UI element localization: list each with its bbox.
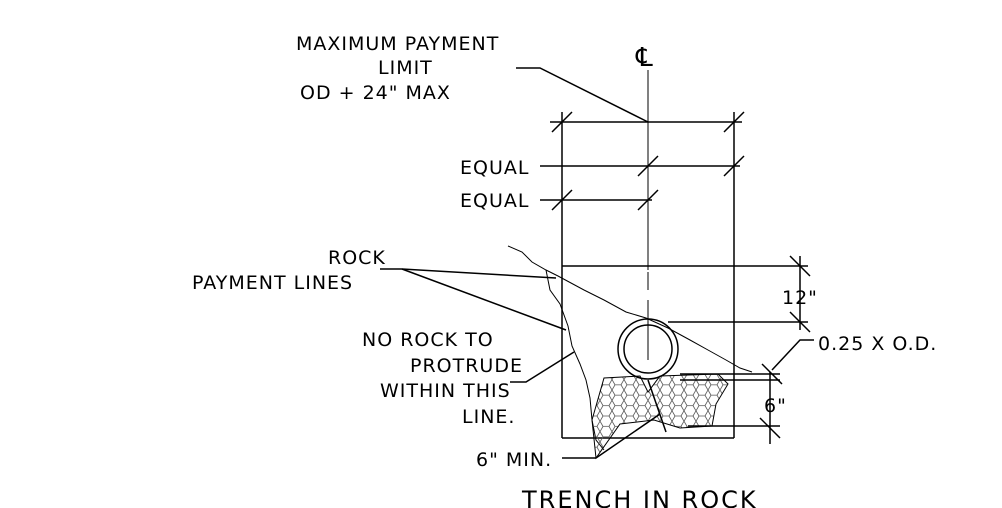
equal-label-2: EQUAL [460, 190, 529, 212]
tick [637, 189, 659, 211]
tick [551, 189, 573, 211]
min-6-leader [562, 413, 661, 459]
min-6-arrow [647, 379, 667, 433]
pipe-outer [617, 318, 679, 380]
tick [789, 255, 811, 277]
tick [789, 311, 811, 333]
no-rock-line4: LINE. [462, 406, 515, 428]
bedding-outline [591, 373, 729, 460]
dim-12-label: 12" [782, 287, 818, 309]
tick [723, 155, 745, 177]
tick [551, 111, 573, 133]
max-payment-label-line1: MAXIMUM PAYMENT [296, 33, 499, 55]
tick [759, 417, 781, 439]
no-rock-line1: NO ROCK TO [362, 329, 494, 351]
max-payment-label-line3: OD + 24" MAX [300, 82, 451, 104]
no-rock-line3: WITHIN THIS [380, 380, 511, 402]
od-ratio-label: 0.25 X O.D. [818, 333, 937, 355]
max-payment-leader [516, 67, 649, 123]
drawing-title: TRENCH IN ROCK [521, 486, 758, 508]
dim-6-label: 6" [764, 395, 787, 417]
equal-label-1: EQUAL [460, 157, 529, 179]
min-6-label: 6" MIN. [476, 449, 552, 471]
max-payment-label-line2: LIMIT [378, 57, 433, 79]
rock-label-line2: PAYMENT LINES [192, 272, 353, 294]
no-rock-line2: PROTRUDE [410, 355, 523, 377]
od-ratio-leader [771, 339, 814, 371]
rock-surface-line [507, 245, 753, 373]
centerline-symbol: ℄ [635, 43, 654, 73]
no-rock-leader [510, 351, 575, 383]
tick [723, 111, 745, 133]
tick [761, 363, 783, 385]
tick [637, 155, 659, 177]
pipe-inner [623, 324, 673, 374]
rock-leader-2 [401, 268, 567, 331]
rock-label-line1: ROCK [328, 247, 386, 269]
